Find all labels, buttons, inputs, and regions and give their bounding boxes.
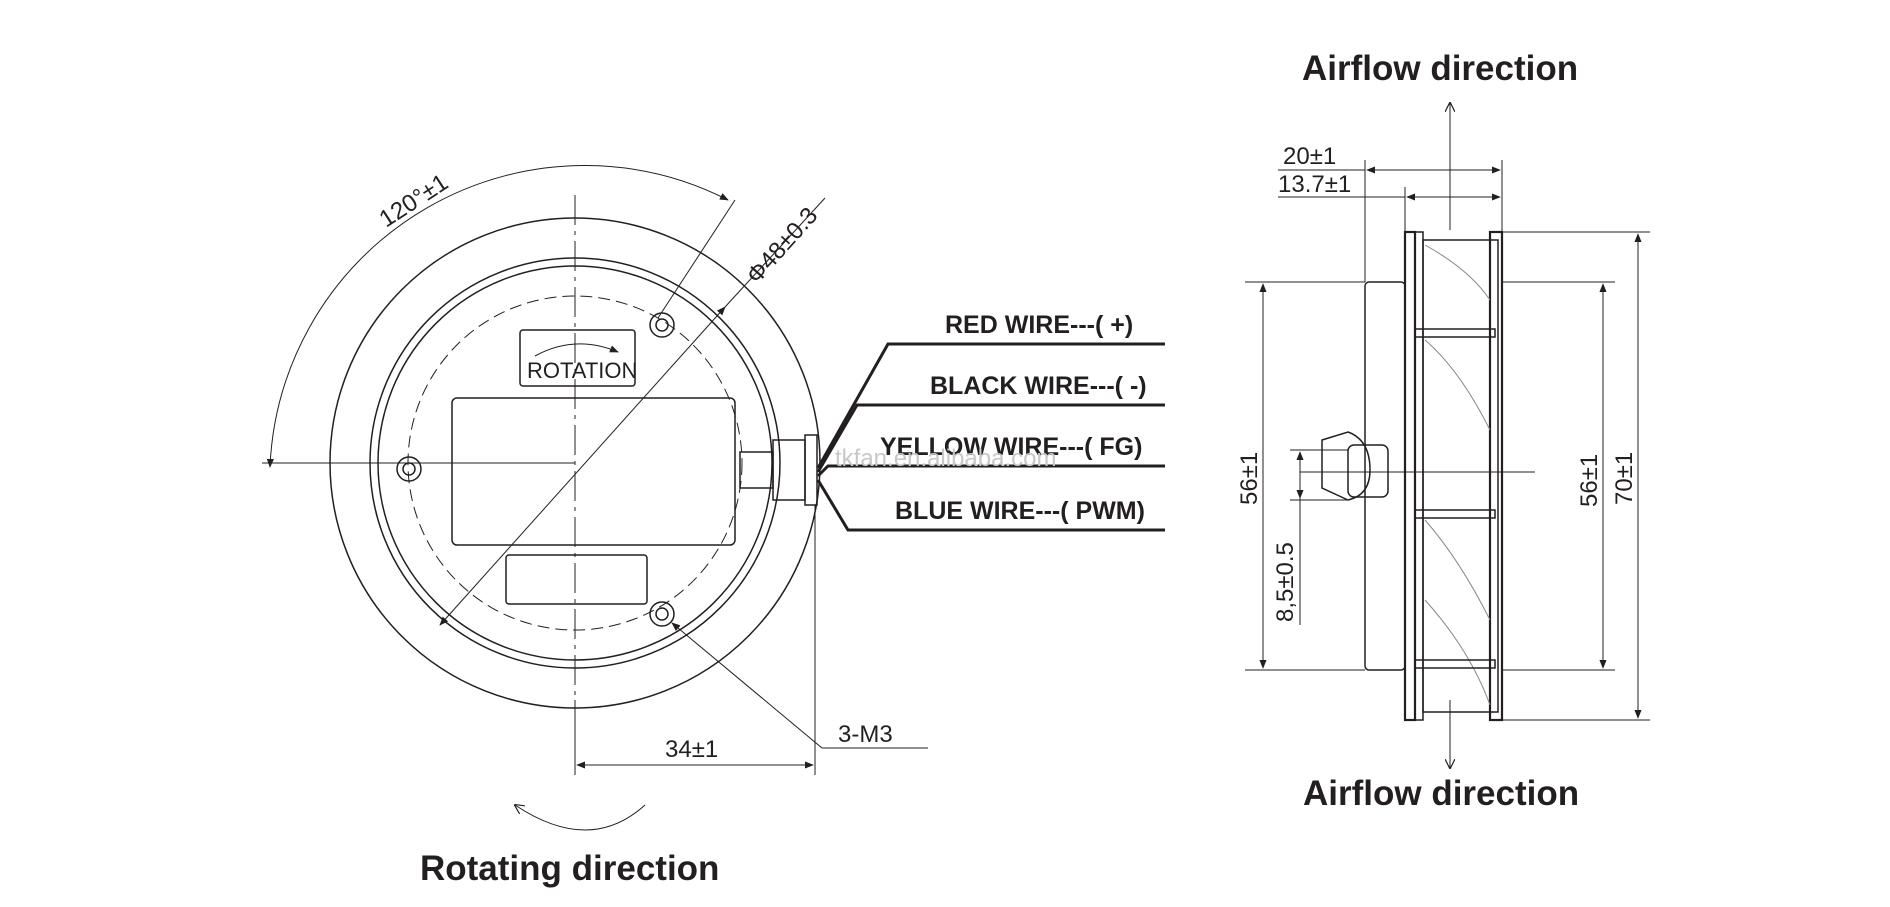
cable-exit bbox=[1321, 431, 1371, 501]
height-overall-dimension: 70±1 bbox=[1611, 452, 1638, 505]
width-dimension: 34±1 bbox=[665, 736, 718, 763]
side-view: Airflow direction Airflow direction 20±1… bbox=[1236, 49, 1650, 813]
watermark: tkfan.en.alibaba.com bbox=[835, 445, 1056, 472]
impeller-blade-1 bbox=[1424, 244, 1491, 301]
rotation-mark-text: ROTATION bbox=[527, 358, 637, 383]
angle-extension-line bbox=[657, 199, 736, 319]
rotating-direction-label: Rotating direction bbox=[420, 849, 719, 888]
wire-bundle: RED WIRE---( +) BLACK WIRE---( -) YELLOW… bbox=[816, 311, 1165, 532]
black-wire-line bbox=[816, 403, 1165, 473]
front-view: Φ48±0.3 120°±1 ROTATION 3-M3 bbox=[262, 165, 928, 888]
impeller-shroud bbox=[1422, 239, 1499, 713]
diameter-leader bbox=[724, 197, 826, 308]
connector-flange bbox=[804, 434, 818, 506]
blue-wire-label: BLUE WIRE---( PWM) bbox=[895, 497, 1145, 525]
rotating-direction-arrow-icon bbox=[515, 805, 646, 831]
screw-spec: 3-M3 bbox=[838, 721, 893, 748]
blade-spacer-3 bbox=[1414, 659, 1496, 669]
height-inner-dimension: 56±1 bbox=[1576, 454, 1603, 507]
label-plate-large bbox=[451, 397, 736, 546]
label-plate-small bbox=[505, 554, 648, 605]
blue-wire-line bbox=[816, 479, 1165, 532]
rotation-mark-box bbox=[519, 329, 636, 387]
mounting-hole-bottom bbox=[649, 601, 675, 627]
airflow-direction-bottom-label: Airflow direction bbox=[1303, 774, 1579, 813]
angle-arc bbox=[266, 165, 729, 468]
diameter-line bbox=[439, 306, 726, 626]
depth-overall-dimension: 20±1 bbox=[1283, 143, 1336, 170]
yellow-wire-label: YELLOW WIRE---( FG) bbox=[880, 433, 1142, 461]
airflow-direction-top-label: Airflow direction bbox=[1302, 49, 1578, 88]
front-flange bbox=[1488, 230, 1504, 722]
angle-dimension: 120°±1 bbox=[375, 169, 454, 233]
mounting-hole-top bbox=[649, 312, 675, 338]
cable-exit-boot bbox=[1347, 444, 1389, 498]
blade-spacer-1 bbox=[1414, 328, 1496, 338]
height-left-dimension: 56±1 bbox=[1236, 452, 1263, 505]
impeller-blade-2 bbox=[1424, 339, 1491, 431]
blade-spacer-2 bbox=[1414, 509, 1496, 519]
black-wire-label: BLACK WIRE---( -) bbox=[930, 372, 1147, 400]
cable-offset-dimension: 8,5±0.5 bbox=[1272, 542, 1299, 622]
backplate bbox=[1403, 230, 1417, 722]
connector-tab bbox=[739, 451, 774, 489]
yellow-wire-line bbox=[816, 464, 1165, 478]
impeller-blade-3 bbox=[1424, 519, 1491, 621]
diameter-dimension: Φ48±0.3 bbox=[741, 202, 823, 289]
depth-hub-dimension: 13.7±1 bbox=[1278, 171, 1351, 198]
impeller-blade-4 bbox=[1424, 599, 1491, 706]
backplate-rim bbox=[1414, 231, 1424, 721]
rotation-mark-arrow-icon bbox=[534, 343, 619, 357]
red-wire-line bbox=[816, 342, 1165, 469]
mounting-hole-left bbox=[396, 456, 422, 482]
motor-hub bbox=[1364, 281, 1406, 671]
red-wire-label: RED WIRE---( +) bbox=[945, 311, 1133, 339]
screw-leader bbox=[671, 622, 823, 749]
